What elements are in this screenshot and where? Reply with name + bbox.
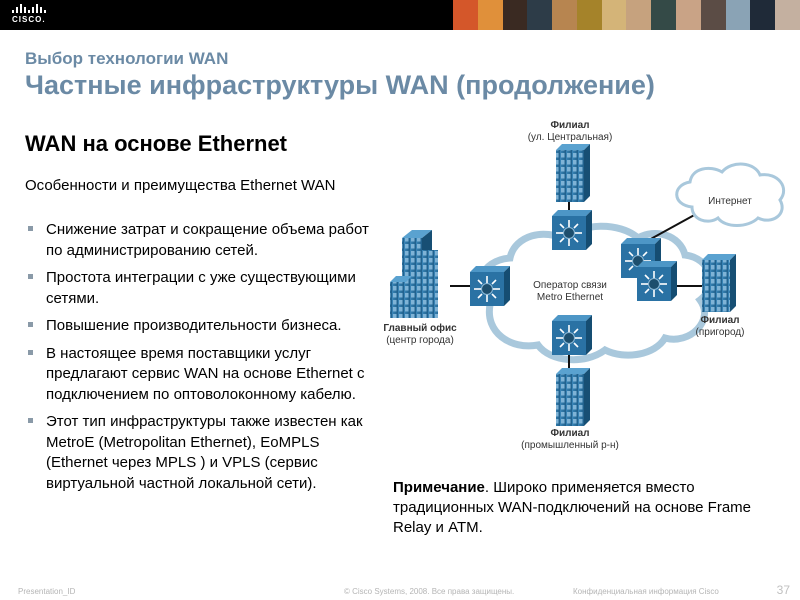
label-branch-suburb: Филиал (пригород) [695,315,745,338]
bullet-square-icon [28,322,33,327]
intro-text: Особенности и преимущества Ethernet WAN [25,177,336,194]
label-provider: Оператор связи Metro Ethernet [533,280,607,303]
cisco-bars-icon [12,4,52,13]
network-topology-graphic [390,144,786,426]
internet-cloud [675,162,786,227]
header-photo-tile [502,0,528,30]
logo-text: CISCO. [12,15,46,24]
header-photo-tile [601,0,627,30]
switch-suburb-icon [636,260,678,302]
cisco-logo: CISCO. [12,4,52,26]
bullet-item: Этот тип инфраструктуры также известен к… [25,412,370,494]
main-office-building-icon [390,230,438,318]
header-photo-tile [700,0,726,30]
metro-ethernet-diagram: Филиал (ул. Центральная) Интернет Главны… [380,110,800,455]
switch-bottom-icon [551,314,593,356]
header-bar: CISCO. [0,0,800,30]
section-heading: WAN на основе Ethernet [25,131,288,156]
header-photo-tile [676,0,701,30]
bullet-square-icon [28,274,33,279]
bullet-item: Повышение производительности бизнеса. [25,316,370,337]
label-main-office: Главный офис (центр города) [383,323,457,346]
header-photo-tile [552,0,577,30]
header-photo-strip [453,0,800,30]
bullet-square-icon [28,349,33,355]
switch-top-icon [551,209,593,251]
footer-confidential: Конфиденциальная информация Cisco [573,587,719,596]
header-photo-tile [626,0,652,30]
header-photo-tile [775,0,800,30]
label-internet: Интернет [708,196,752,207]
header-photo-tile [651,0,677,30]
bullet-item: В настоящее время поставщики услуг предл… [25,344,370,406]
page-number: 37 [776,583,790,597]
footer-presentation-id: Presentation_ID [18,587,76,596]
slide-subtitle: Выбор технологии WAN [25,49,229,68]
header-photo-tile [576,0,602,30]
slide-title: Частные инфраструктуры WAN (продолжение) [25,70,655,100]
bullet-square-icon [28,226,33,231]
bullet-item: Простота интеграции с уже существующими … [25,268,370,309]
branch-suburb-building-icon [702,254,736,312]
header-photo-tile [725,0,751,30]
bullet-item: Снижение затрат и сокращение объема рабо… [25,220,370,261]
bullet-square-icon [28,418,33,423]
bullet-list: Снижение затрат и сокращение объема рабо… [25,220,370,501]
label-branch-central: Филиал (ул. Центральная) [527,120,613,143]
header-photo-tile [527,0,553,30]
header-photo-tile [750,0,776,30]
header-photo-tile [453,0,478,30]
label-branch-industrial: Филиал (промышленный р-н) [521,428,619,451]
branch-central-building-icon [556,144,590,202]
note-text: Примечание. Широко применяется вместо тр… [393,479,752,536]
footer-copyright: © Cisco Systems, 2008. Все права защищен… [344,587,515,596]
switch-main-office-icon [469,265,511,307]
header-photo-tile [477,0,503,30]
branch-industrial-building-icon [556,368,590,426]
